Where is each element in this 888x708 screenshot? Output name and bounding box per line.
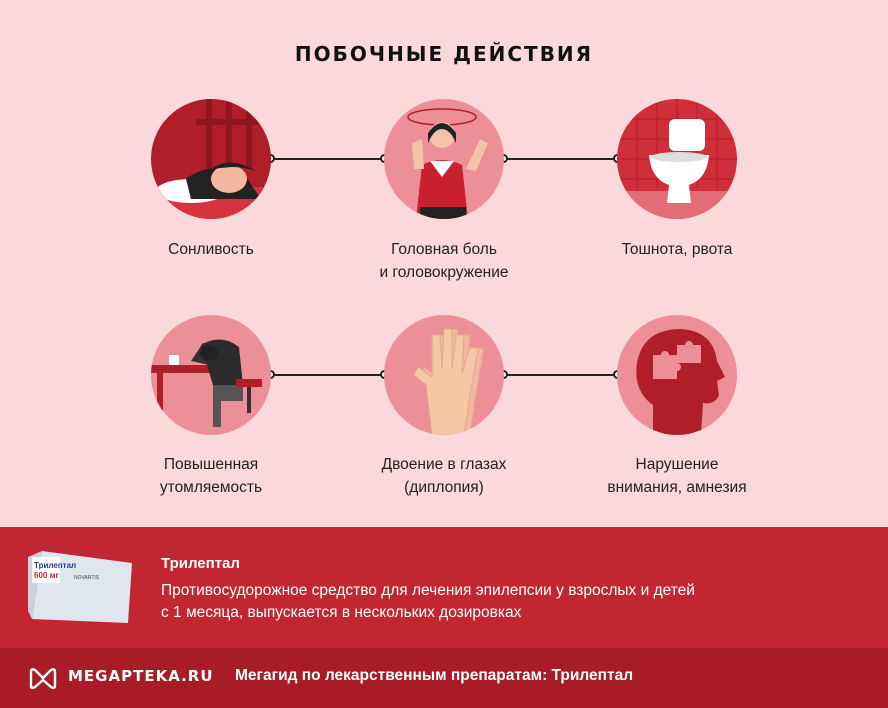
double-hand-icon xyxy=(384,315,504,435)
tired-at-desk-icon xyxy=(151,315,271,435)
svg-text:600 мг: 600 мг xyxy=(34,571,59,580)
svg-text:NOVARTIS: NOVARTIS xyxy=(74,575,100,581)
footer xyxy=(0,648,888,708)
megapteka-logo-icon xyxy=(29,666,57,690)
connector-line xyxy=(503,374,617,376)
svg-text:Трилептал: Трилептал xyxy=(34,561,76,570)
toilet-icon xyxy=(617,99,737,219)
drug-name: Трилептал xyxy=(161,555,240,572)
connector-line xyxy=(270,374,384,376)
page-title: ПОБОЧНЫЕ ДЕЙСТВИЯ xyxy=(294,42,594,66)
connector-line xyxy=(503,158,617,160)
drug-description: Противосудорожное средство для лечения э… xyxy=(161,582,695,621)
footer-caption: Мегагид по лекарственным препаратам: Три… xyxy=(235,667,634,684)
head-puzzle-icon xyxy=(617,315,737,435)
brand-name[interactable]: MEGAPTEKA.RU xyxy=(68,667,214,685)
drug-box-image: Трилептал 600 мг NOVARTIS xyxy=(28,549,132,623)
dizzy-woman-icon xyxy=(384,99,504,219)
effect-label: Тошнота, рвота xyxy=(621,241,733,258)
drug-info-band xyxy=(0,527,888,648)
effect-label: Двоение в глазах(диплопия) xyxy=(381,456,507,496)
effect-label: Сонливость xyxy=(168,241,254,258)
sleeping-person-icon xyxy=(151,99,271,219)
connector-line xyxy=(270,158,384,160)
